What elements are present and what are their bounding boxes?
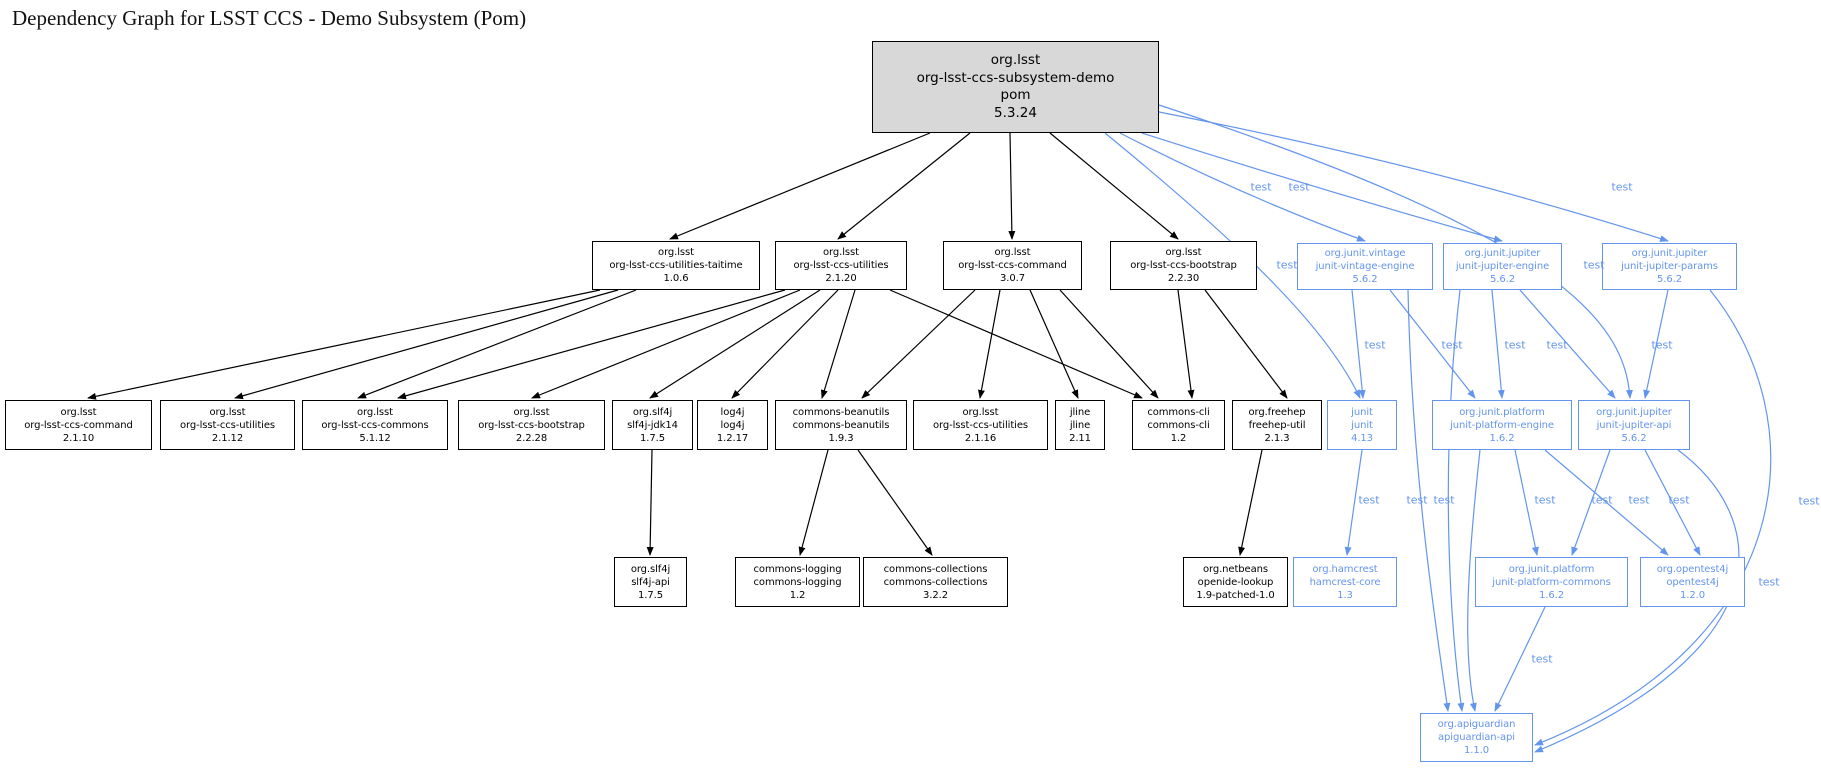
edge-jupengine-japi (1519, 289, 1616, 399)
edge-command30-cli (1059, 289, 1159, 399)
edge-command30-beanutils (861, 289, 976, 399)
graph-node-vintage: org.junit.vintage junit-vintage-engine 5… (1297, 243, 1433, 290)
edge-taitime-utilities12 (234, 289, 619, 400)
graph-node-command30: org.lsst org-lsst-ccs-command 3.0.7 (943, 241, 1082, 290)
edge-label-test: test (1433, 493, 1455, 507)
edge-root-utilities20 (837, 132, 971, 240)
edge-command30-jline (1029, 289, 1079, 399)
edge-label-test: test (1358, 493, 1380, 507)
edge-jupparams-apiguardian (1534, 289, 1772, 746)
edge-utilities20-slf4j14 (649, 289, 821, 399)
graph-node-jupparams: org.junit.jupiter junit-jupiter-params 5… (1602, 243, 1737, 290)
edge-beanutils-logging (798, 449, 829, 556)
graph-node-beanutils: commons-beanutils commons-beanutils 1.9.… (775, 400, 907, 450)
edge-label-test: test (1364, 338, 1386, 352)
graph-node-freehep: org.freehep freehep-util 2.1.3 (1232, 400, 1322, 450)
edge-japi-pcommons (1571, 449, 1611, 556)
edge-root-junit413 (1104, 132, 1361, 399)
graph-node-pcommons: org.junit.platform junit-platform-common… (1475, 557, 1628, 607)
edge-jupengine-pengine (1491, 289, 1505, 399)
graph-node-slf4japi: org.slf4j slf4j-api 1.7.5 (614, 557, 687, 607)
edge-label-test: test (1668, 493, 1690, 507)
page-title: Dependency Graph for LSST CCS - Demo Sub… (12, 6, 527, 30)
edge-jupengine-apiguardian (1447, 289, 1465, 712)
edge-label-test: test (1583, 258, 1605, 272)
edge-vintage-apiguardian (1407, 289, 1451, 712)
graph-node-collections: commons-collections commons-collections … (863, 557, 1008, 607)
graph-node-cli: commons-cli commons-cli 1.2 (1132, 400, 1225, 450)
graph-node-root: org.lsst org-lsst-ccs-subsystem-demo pom… (872, 41, 1159, 133)
edge-jupparams-japi (1643, 289, 1669, 399)
graph-node-bootstrap28: org.lsst org-lsst-ccs-bootstrap 2.2.28 (458, 400, 605, 450)
edge-root-jupengine (1141, 132, 1503, 243)
edge-utilities20-log4j (731, 289, 839, 399)
graph-node-pengine: org.junit.platform junit-platform-engine… (1432, 400, 1572, 450)
edge-japi-opentest (1644, 449, 1701, 556)
edge-pengine-opentest (1544, 449, 1669, 556)
edge-label-test: test (1250, 180, 1272, 194)
edge-utilities20-commons512 (397, 289, 786, 400)
edge-label-test: test (1798, 494, 1820, 508)
edge-label-test: test (1504, 338, 1526, 352)
edge-vintage-pengine (1389, 289, 1476, 399)
edge-pengine-apiguardian (1467, 449, 1481, 712)
graph-node-utilities12: org.lsst org-lsst-ccs-utilities 2.1.12 (160, 400, 295, 450)
edge-beanutils-collections (857, 449, 933, 556)
edge-root-vintage (1119, 132, 1366, 242)
edge-label-test: test (1276, 258, 1298, 272)
graph-node-taitime: org.lsst org-lsst-ccs-utilities-taitime … (592, 241, 760, 290)
edge-utilities20-bootstrap28 (531, 289, 801, 399)
edge-pcommons-apiguardian (1494, 606, 1546, 712)
graph-node-junit413: junit junit 4.13 (1327, 400, 1397, 450)
graph-node-jline: jline jline 2.11 (1055, 400, 1105, 450)
graph-node-logging: commons-logging commons-logging 1.2 (735, 557, 860, 607)
edge-label-test: test (1531, 652, 1553, 666)
edge-bootstrap30-freehep (1204, 289, 1288, 399)
edge-taitime-commons512 (357, 289, 637, 399)
edge-label-test: test (1611, 180, 1633, 194)
edge-junit413-hamcrest (1344, 449, 1363, 556)
edge-root-command30 (1008, 132, 1016, 240)
graph-node-slf4j14: org.slf4j slf4j-jdk14 1.7.5 (612, 400, 693, 450)
graph-node-log4j: log4j log4j 1.2.17 (697, 400, 768, 450)
edge-label-test: test (1758, 575, 1780, 589)
edge-label-test: test (1546, 338, 1568, 352)
edge-label-test: test (1651, 338, 1673, 352)
edge-label-test: test (1534, 493, 1556, 507)
edge-utilities20-beanutils (820, 289, 856, 399)
graph-node-utilities20: org.lsst org-lsst-ccs-utilities 2.1.20 (775, 241, 907, 290)
edge-slf4j14-slf4japi (646, 449, 654, 556)
edge-root-jupparams (1158, 111, 1669, 242)
edge-root-taitime (669, 132, 931, 240)
edge-bootstrap30-cli (1177, 289, 1195, 399)
edge-pengine-pcommons (1514, 449, 1539, 556)
edge-vintage-junit413 (1351, 289, 1366, 399)
edge-label-test: test (1441, 338, 1463, 352)
edge-taitime-command10 (87, 289, 601, 400)
edge-utilities20-cli (889, 289, 1143, 399)
graph-node-hamcrest: org.hamcrest hamcrest-core 1.3 (1293, 557, 1397, 607)
edge-root-bootstrap30 (1049, 132, 1179, 240)
graph-node-jupengine: org.junit.jupiter junit-jupiter-engine 5… (1443, 243, 1562, 290)
graph-node-commons512: org.lsst org-lsst-ccs-commons 5.1.12 (302, 400, 448, 450)
edge-label-test: test (1591, 493, 1613, 507)
graph-node-bootstrap30: org.lsst org-lsst-ccs-bootstrap 2.2.30 (1110, 241, 1257, 290)
edge-label-test: test (1406, 493, 1428, 507)
graph-node-apiguardian: org.apiguardian apiguardian-api 1.1.0 (1420, 713, 1533, 762)
edge-freehep-openide (1238, 449, 1263, 556)
graph-node-opentest: org.opentest4j opentest4j 1.2.0 (1640, 557, 1745, 607)
edge-command30-utilities16 (978, 289, 1001, 399)
edge-label-test: test (1628, 493, 1650, 507)
edge-label-test: test (1288, 180, 1310, 194)
graph-node-japi: org.junit.jupiter junit-jupiter-api 5.6.… (1578, 400, 1690, 450)
graph-node-command10: org.lsst org-lsst-ccs-command 2.1.10 (5, 400, 152, 450)
graph-node-utilities16: org.lsst org-lsst-ccs-utilities 2.1.16 (913, 400, 1048, 450)
graph-node-openide: org.netbeans openide-lookup 1.9-patched-… (1183, 557, 1288, 607)
